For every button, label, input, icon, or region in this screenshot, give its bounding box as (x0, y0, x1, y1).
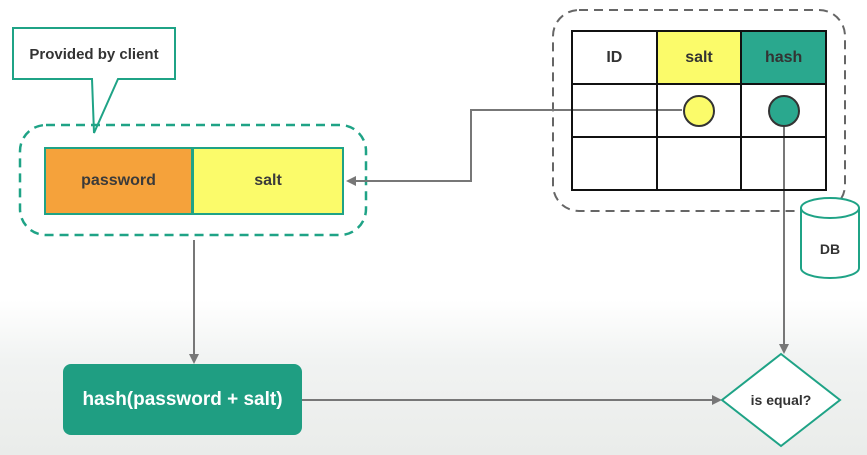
cell-id (571, 136, 658, 191)
table-row (571, 136, 827, 191)
hash-marker-icon (767, 94, 800, 127)
db-label: DB (819, 241, 841, 257)
password-label: password (81, 172, 156, 189)
callout-text: Provided by client (29, 45, 159, 63)
hash-function-label: hash(password + salt) (82, 388, 283, 410)
header-hash: hash (740, 30, 827, 85)
cell-salt (655, 83, 743, 138)
table-header-row: ID salt hash (571, 30, 827, 85)
cell-hash (740, 83, 827, 138)
cell-id (571, 83, 658, 138)
database-icon (800, 197, 860, 279)
user-table: ID salt hash (571, 30, 827, 191)
equal-decision-diamond (720, 352, 842, 448)
salt-field: salt (193, 147, 344, 215)
decision-label: is equal? (750, 392, 812, 408)
salt-marker-icon (682, 94, 715, 127)
table-row (571, 83, 827, 138)
hash-function-box: hash(password + salt) (63, 364, 302, 435)
callout-bubble (12, 27, 176, 134)
cell-salt (655, 136, 743, 191)
header-id: ID (571, 30, 658, 85)
salt-label: salt (254, 172, 282, 189)
cell-hash (740, 136, 827, 191)
password-field: password (44, 147, 193, 215)
header-salt: salt (655, 30, 743, 85)
